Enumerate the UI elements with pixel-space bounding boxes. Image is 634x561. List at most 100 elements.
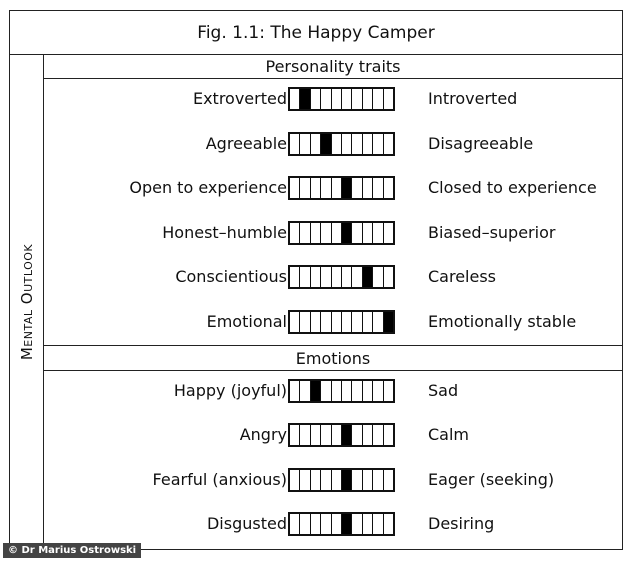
trait-left-label: Disgusted [206,513,287,533]
scale-cell [311,469,322,490]
scale-cell [300,469,311,490]
scale-cell [290,469,301,490]
scale-cell [363,178,374,199]
scale-cell [332,312,343,332]
scale-cell [352,425,363,446]
scale-cell [384,514,393,534]
scale-marker [342,222,353,243]
scale-cell [384,223,393,243]
scale-cell [363,133,374,154]
scale-cell [321,178,332,199]
trait-right-label: Desiring [428,513,495,533]
scale-cell [384,89,393,109]
scale-cell [300,312,311,332]
figure-title: Fig. 1.1: The Happy Camper [10,11,622,55]
scale-cell [363,469,374,490]
scale-cell [384,425,393,445]
scale-marker [362,267,374,288]
trait-right-label: Biased–superior [428,222,556,242]
trait-left-label: Conscientious [175,267,287,287]
scale-cell [311,178,322,199]
trait-left-label: Angry [239,425,287,445]
scale-cell [352,513,363,534]
scale-cell [373,425,384,446]
trait-left-label: Agreeable [205,133,287,153]
scale-cell [342,133,353,154]
scale-cell [342,89,353,109]
scale-cell [363,381,374,401]
scale-marker [342,425,353,446]
scale-cell [332,89,343,109]
scale-cell [290,267,301,288]
rating-scale [288,87,395,111]
scale-cell [384,178,393,198]
rating-scale [288,310,395,334]
scale-cell [352,267,363,288]
scale-cell [352,381,363,401]
scale-cell [384,267,393,287]
scale-cell [300,381,311,401]
scale-marker [300,89,311,109]
scale-cell [352,133,363,154]
scale-cell [332,513,343,534]
scale-cell [332,178,343,199]
scale-marker [342,178,353,199]
scale-cell [290,381,301,401]
scale-cell [290,178,301,199]
credit-badge: © Dr Marius Ostrowski [3,543,142,558]
scale-cell [300,513,311,534]
scale-row: Fearful (anxious) Eager (seeking) [44,465,622,495]
rating-scale [288,265,395,290]
trait-right-label: Disagreeable [428,133,534,153]
trait-right-label: Calm [428,425,470,445]
rating-scale [288,176,395,201]
scale-cell [290,222,301,243]
scale-cell [321,312,332,332]
scale-cell [290,425,301,446]
scale-row: Angry Calm [44,420,622,450]
trait-right-label: Introverted [428,89,518,108]
scale-cell [384,470,393,490]
scale-cell [352,89,363,109]
section-heading-emotions: Emotions [44,345,622,371]
scale-cell [352,469,363,490]
scale-marker [342,513,353,534]
scale-cell [373,513,384,534]
scale-cell [373,469,384,490]
rating-scale [288,131,395,156]
scale-cell [290,312,301,332]
scale-cell [332,267,343,288]
rating-scale [288,467,395,492]
rating-scale [288,423,395,448]
scale-cell [363,89,374,109]
scale-marker [383,312,394,332]
side-column: Mental Outlook [10,55,44,549]
scale-row: Agreeable Disagreeable [44,129,622,159]
scale-marker [321,133,332,154]
scale-cell [384,134,393,154]
scale-cell [332,133,343,154]
scale-cell [311,133,322,154]
trait-left-label: Happy (joyful) [173,381,287,400]
scale-cell [311,513,322,534]
trait-left-label: Emotional [206,312,287,331]
scale-cell [321,513,332,534]
scale-cell [321,222,332,243]
scale-cell [373,89,384,109]
scale-cell [363,222,374,243]
scale-cell [321,469,332,490]
scale-cell [300,178,311,199]
scale-marker [342,469,353,490]
scale-cell [373,381,384,401]
rating-scale [288,379,395,403]
scale-cell [342,267,353,288]
scale-cell [321,425,332,446]
scale-cell [363,513,374,534]
trait-right-label: Closed to experience [428,178,597,198]
trait-right-label: Eager (seeking) [428,469,555,489]
scale-cell [363,312,374,332]
trait-left-label: Fearful (anxious) [152,469,287,489]
